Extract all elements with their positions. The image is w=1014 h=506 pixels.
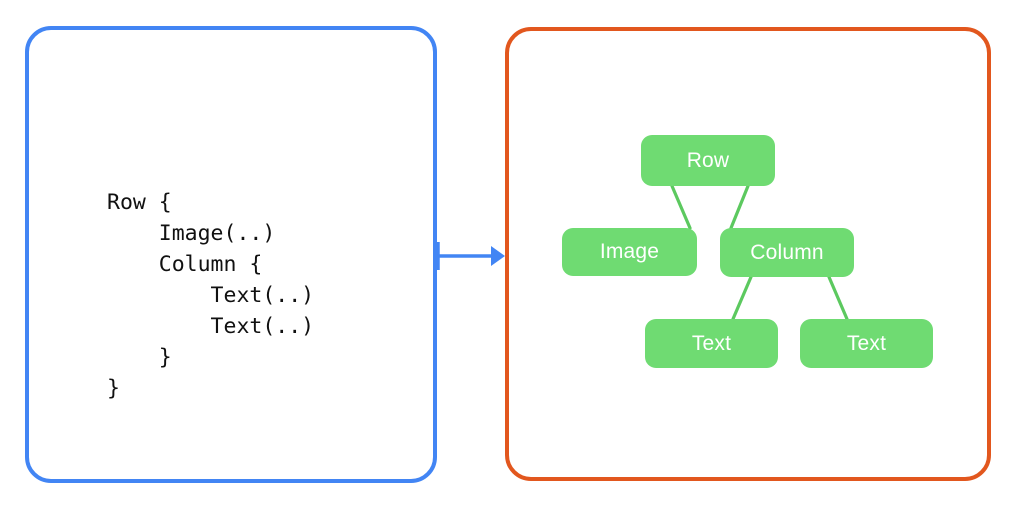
tree-connectors: [670, 184, 849, 321]
edge-row-image: [670, 184, 692, 230]
code-snippet: Row { Image(..) Column { Text(..) Text(.…: [107, 190, 315, 401]
tree-node-text-2[interactable]: Text: [800, 319, 933, 368]
edge-column-text1: [731, 275, 753, 321]
arrow-head: [491, 246, 505, 266]
edge-row-column: [729, 184, 750, 230]
transform-arrow: [436, 242, 505, 270]
tree-node-text-1[interactable]: Text: [645, 319, 778, 368]
tree-node-image[interactable]: Image: [562, 228, 697, 276]
tree-node-column[interactable]: Column: [720, 228, 854, 277]
edge-column-text2: [827, 275, 849, 321]
code-panel: Row { Image(..) Column { Text(..) Text(.…: [25, 26, 437, 483]
tree-node-row[interactable]: Row: [641, 135, 775, 186]
